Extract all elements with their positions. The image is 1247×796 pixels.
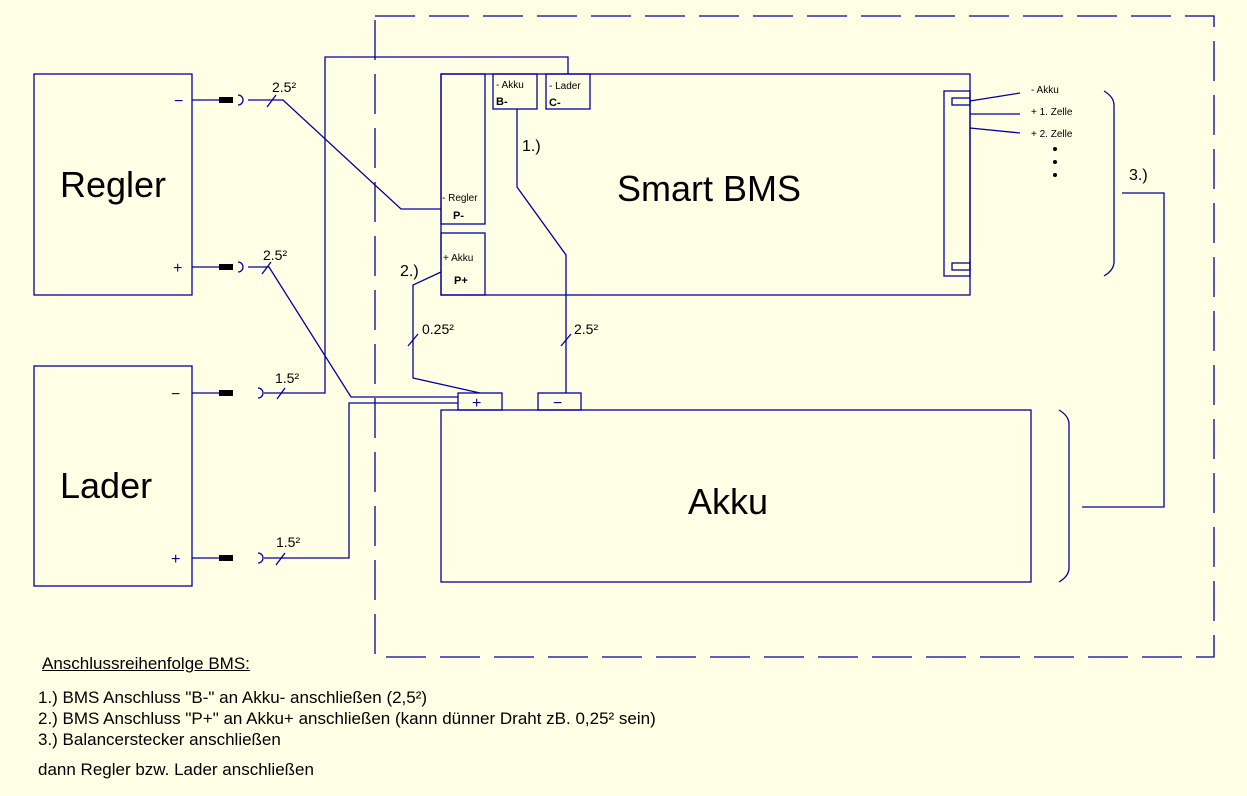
p-plus-id: P+: [454, 275, 468, 287]
wire-size-regler-minus: 2.5²: [272, 79, 296, 95]
lader-plus-plug: [219, 555, 233, 561]
akku-minus-terminal: [537, 392, 582, 411]
b-minus-desc: - Akku: [496, 80, 524, 91]
akku-cells-bracket: [1058, 409, 1070, 583]
regler-plus-plug: [219, 264, 233, 270]
step-1-marker: 1.): [522, 138, 541, 155]
notes-step-1: 1.) BMS Anschluss "B-" an Akku- anschlie…: [38, 688, 428, 707]
wire-size-lader-minus: 1.5²: [275, 370, 299, 386]
notes-step-2: 2.) BMS Anschluss "P+" an Akku+ anschlie…: [38, 709, 656, 728]
lader-minus-plug: [219, 390, 233, 396]
step-3-marker: 3.): [1129, 167, 1148, 184]
port-p-plus-box: [440, 232, 486, 296]
balancer-label-zelle1: + 1. Zelle: [1031, 107, 1073, 118]
balancer-connector: [943, 90, 971, 277]
lader-minus-mark: −: [171, 386, 180, 403]
port-p-minus-box: [440, 73, 486, 225]
akku-minus-mark: −: [553, 395, 562, 412]
regler-label: Regler: [60, 164, 166, 205]
connection-notes: Anschlussreihenfolge BMS: 1.) BMS Anschl…: [38, 655, 656, 778]
regler-minus-plug: [219, 97, 233, 103]
akku-label: Akku: [688, 481, 768, 522]
bms-label: Smart BMS: [617, 168, 801, 209]
balancer-dot-1: [1053, 147, 1057, 151]
balancer-dot-3: [1053, 173, 1057, 177]
enclosure-dashed: [374, 15, 1215, 658]
akku-box: [440, 409, 1032, 583]
balancer-label-zelle2: + 2. Zelle: [1031, 129, 1073, 140]
balancer-pin-top: [951, 97, 971, 106]
regler-plus-mark: +: [173, 260, 182, 277]
notes-step-3: 3.) Balancerstecker anschließen: [38, 730, 281, 749]
wire-size-regler-plus: 2.5²: [263, 247, 287, 263]
balancer-label-akku: - Akku: [1031, 85, 1059, 96]
c-minus-id: C-: [549, 97, 561, 109]
p-minus-desc: - Regler: [442, 193, 478, 204]
notes-final: dann Regler bzw. Lader anschließen: [38, 760, 314, 779]
balancer-pin-bottom: [951, 262, 971, 271]
wire-size-p-plus: 0.25²: [422, 321, 454, 337]
p-minus-id: P-: [453, 210, 464, 222]
wire-size-b-minus: 2.5²: [574, 321, 598, 337]
b-minus-id: B-: [496, 96, 508, 108]
lader-label: Lader: [60, 465, 152, 506]
wire-size-lader-plus: 1.5²: [276, 534, 300, 550]
bms-balancer-bracket: [1103, 90, 1115, 277]
c-minus-desc: - Lader: [549, 81, 581, 92]
step-2-marker: 2.): [400, 263, 419, 280]
lader-box: [33, 365, 193, 587]
port-b-minus-box: [492, 73, 538, 110]
p-plus-desc: + Akku: [443, 253, 473, 264]
akku-plus-mark: +: [472, 395, 481, 412]
regler-minus-mark: −: [174, 93, 183, 110]
regler-box: [33, 73, 193, 296]
lader-plus-mark: +: [171, 551, 180, 568]
balancer-dot-2: [1053, 160, 1057, 164]
notes-title: Anschlussreihenfolge BMS:: [42, 654, 250, 673]
